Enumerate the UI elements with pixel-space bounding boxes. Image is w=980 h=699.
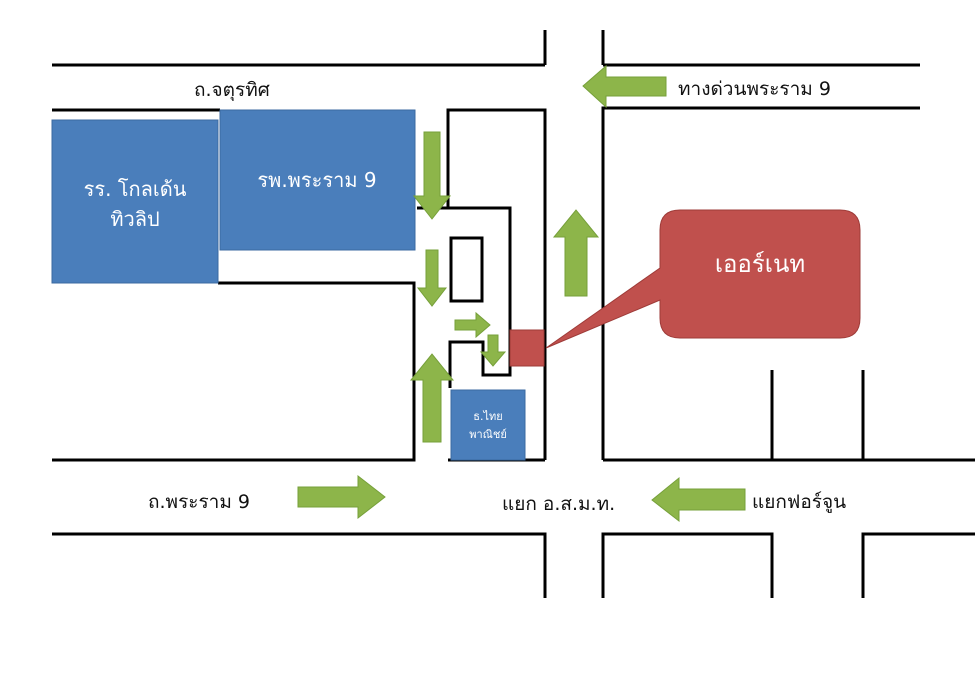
arrow-left-icon [582, 64, 667, 109]
road-label-rama9: ถ.พระราม 9 [148, 491, 250, 513]
driveway-edge [417, 206, 512, 388]
parking-outline [449, 236, 484, 303]
road-edge [52, 281, 416, 462]
road-edge [52, 532, 547, 598]
road-edge [446, 108, 547, 460]
road-edge [601, 106, 920, 460]
hospital-label: รพ.พระราม 9 [257, 168, 376, 192]
road-label-osmt-junction: แยก อ.ส.ม.ท. [502, 493, 615, 515]
arrow-left-icon [651, 476, 746, 523]
destination-callout [545, 209, 861, 349]
arrow-up-icon [409, 353, 455, 443]
bank-label-line2: พาณิชย์ [469, 428, 507, 441]
arrow-right-icon [454, 311, 491, 339]
road-edge [601, 532, 774, 598]
school-label-line1: รร. โกลเด้น [84, 177, 187, 201]
destination-marker [509, 329, 545, 367]
arrow-down-icon [412, 131, 452, 220]
arrow-down-icon [416, 249, 448, 307]
school-label-line2: ทิวลิป [110, 207, 159, 231]
bank-block [450, 389, 526, 461]
road-edge [861, 532, 975, 598]
road-lines [52, 30, 975, 598]
direction-arrows [297, 64, 746, 523]
road-label-chaturathit: ถ.จตุรทิศ [194, 79, 270, 102]
hospital-block [219, 109, 416, 251]
arrow-down-icon [479, 334, 507, 367]
road-label-fortune-junction: แยกฟอร์จูน [752, 491, 846, 513]
road-label-expressway: ทางด่วนพระราม 9 [678, 78, 831, 100]
arrow-up-icon [552, 209, 600, 297]
arrow-right-icon [297, 474, 386, 520]
destination-label: เออร์เนท [715, 250, 805, 278]
school-block [51, 119, 219, 284]
bank-label-line1: ธ.ไทย [473, 410, 502, 423]
